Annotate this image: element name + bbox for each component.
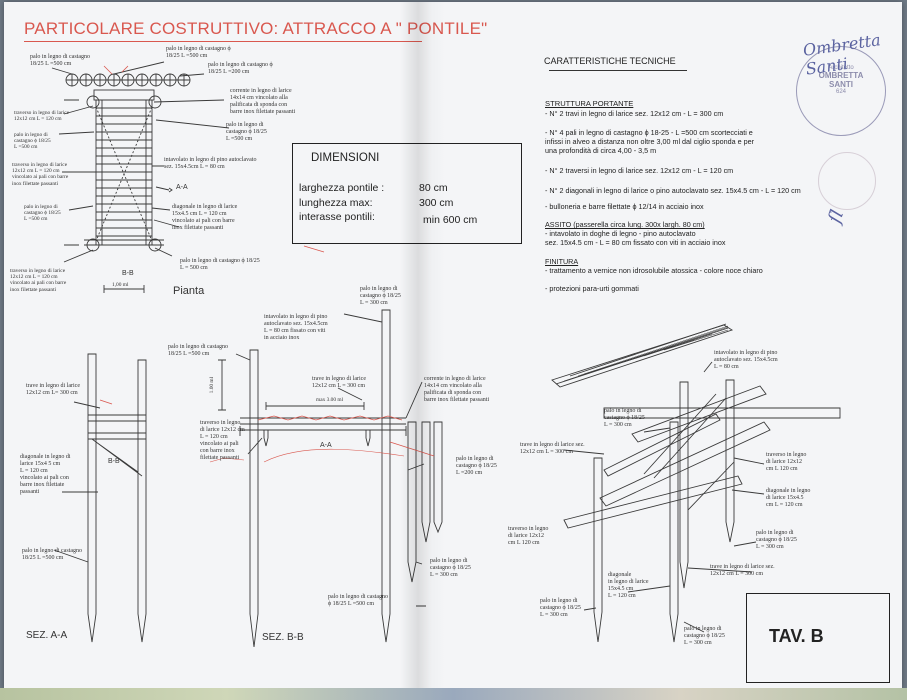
axon-label-trave-b: trave in legno di larice sez. 12x12 cm L… <box>710 564 775 577</box>
plan-caption: Pianta <box>173 285 205 297</box>
section-bb-label-pile-bottom-a: palo in legno di castagno ϕ 18/25 L = 30… <box>430 558 471 578</box>
tech-struttura-line-3: infissi in alveo a distanza non oltre 3,… <box>545 137 754 146</box>
dimensions-label-width: larghezza pontile : <box>299 182 385 194</box>
construction-drawing <box>51 61 841 648</box>
plan-label-left-4: palo in legno di castagno ϕ 18/25 L =500… <box>24 204 61 223</box>
tech-struttura-line-2: - N° 4 pali in legno di castagno ϕ 18-25… <box>545 128 753 137</box>
tech-struttura-line-4: una profondità di circa 4,00 - 3,5 m <box>545 146 657 155</box>
plan-section-mark-bb: B-B <box>122 270 134 277</box>
plan-label-decking: intavolato in legno di pino autoclavato … <box>164 157 257 170</box>
section-bb-label-traverso: traverso in legno di larice 12x12 cm L =… <box>200 420 245 461</box>
dimensions-heading: DIMENSIONI <box>311 152 380 164</box>
axon-label-traverso-left: traverso in legno di larice 12x12 cm L 1… <box>508 526 549 546</box>
stamp-line-1: Architetto <box>828 65 854 71</box>
axon-label-trave: trave in legno di larice sez. 12x12 cm L… <box>520 442 585 455</box>
section-bb-label-decking: intavolato in legno di pino autoclavato … <box>264 314 328 341</box>
plan-label-diagonal: diagonale in legno di larice 15x4.5 cm L… <box>172 204 238 231</box>
section-aa-label-beam: trave in legno di larice 12x12 cm L= 300… <box>26 383 80 396</box>
axon-label-diag-b: diagonale in legno di larice 15x4.5 cm L… <box>608 572 649 599</box>
plan-label-bottom-center: palo in legno di castagno ϕ 18/25 L = 50… <box>180 258 260 271</box>
section-bb-label-pile-top: palo in legno di castagno ϕ 18/25 L = 30… <box>360 286 401 306</box>
axon-label-diag-right: diagonale in legno di larice 15x4.5 cm L… <box>766 488 811 508</box>
tech-finitura-heading: FINITURA <box>545 257 579 266</box>
plan-label-pile-top-center: palo in legno di castagno ϕ 18/25 L =500… <box>166 46 231 59</box>
dimensions-box: DIMENSIONI larghezza pontile : 80 cm lun… <box>292 143 522 244</box>
section-bb-label-pile-bottom-b: palo in legno di castagno ϕ 18/25 L =500… <box>328 594 388 607</box>
section-bb-label-pile-right: palo in legno di castagno ϕ 18/25 L =200… <box>456 456 497 476</box>
tech-struttura-heading: STRUTTURA PORTANTE <box>545 99 634 108</box>
section-bb-mark: A-A <box>320 442 332 449</box>
dimensions-value-spacing: min 600 cm <box>423 214 478 226</box>
tech-struttura-line-5: - N° 2 traversi in legno di larice sez. … <box>545 166 734 175</box>
section-bb-label-beam: trave in legno di larice 12x12 cm L = 30… <box>312 376 366 389</box>
drawing-sheet: PARTICOLARE COSTRUTTIVO: ATTRACCO A " PO… <box>4 2 902 690</box>
plan-label-left-3: traverso in legno di larice 12x12 cm L =… <box>12 162 69 187</box>
background-strip <box>0 688 907 700</box>
stamp-line-2: OMBRETTA <box>818 71 864 80</box>
section-bb-view <box>209 309 443 648</box>
section-aa-view <box>53 353 147 643</box>
axon-label-pile-left-b: palo in legno di castagno ϕ 18/25 L = 30… <box>540 598 581 618</box>
tech-heading: CARATTERISTICHE TECNICHE <box>544 56 676 66</box>
tech-struttura-line-7: - bulloneria e barre filettate ϕ 12/14 i… <box>545 202 704 211</box>
plan-label-corrente: corrente in legno di larice 14x14 cm vin… <box>230 88 296 115</box>
axon-label-traverso-right: traverso in legno di larice 12x12 cm L 1… <box>766 452 807 472</box>
dimensions-label-length: lunghezza max: <box>299 197 373 209</box>
plan-view <box>51 61 230 293</box>
title-block: TAV. B <box>746 593 890 683</box>
section-aa-mark: B-B <box>108 458 120 465</box>
plan-label-pile-top-right: palo in legno di castagno ϕ 18/25 L =200… <box>208 62 273 75</box>
axon-label-pile-right-b: palo in legno di castagno ϕ 18/25 L = 30… <box>756 530 797 550</box>
tech-heading-underline <box>549 70 687 71</box>
stamp-faint-circle <box>818 152 876 210</box>
tech-struttura-line-1: - N° 2 travi in legno di larice sez. 12x… <box>545 109 724 118</box>
plan-label-left-1: traverso in legno di larice 12x12 cm L =… <box>14 110 70 123</box>
section-bb-height-note: 1.00 ml <box>209 376 216 394</box>
plan-scale-note: 1,00 ml <box>112 282 129 288</box>
section-bb-label-corrente: corrente in legno di larice 14x14 cm vin… <box>424 376 490 403</box>
axon-label-pile-bottom: palo in legno di castagno ϕ 18/25 L = 30… <box>684 626 725 646</box>
axon-label-pile-top: palo in legno di castagno ϕ 18/25 L = 30… <box>604 408 645 428</box>
axon-label-decking: intavolato in legno di pino autoclavato … <box>714 350 778 370</box>
tech-assito-line-2: sez. 15x4.5 cm - L = 80 cm fissato con v… <box>545 238 726 247</box>
tech-assito-heading: ASSITO (passerella circa lung. 300x larg… <box>545 220 705 229</box>
dimensions-value-length: 300 cm <box>419 197 454 209</box>
plan-label-bottom-left: traverso in legno di larice 12x12 cm L =… <box>10 268 67 293</box>
plan-label-pile-top-left: palo in legno di castagno 18/25 L =500 c… <box>30 54 90 67</box>
stamp-line-3: SANTI <box>829 80 853 89</box>
architect-stamp: Architetto OMBRETTA SANTI 624 <box>796 46 886 136</box>
section-aa-label-diagonal: diagonale in legno di larice 15x4 5 cm L… <box>20 454 71 495</box>
section-bb-caption: SEZ. B-B <box>262 632 304 643</box>
title-underline <box>24 41 422 42</box>
sheet-number: TAV. B <box>769 626 824 646</box>
tech-struttura-line-6: - N° 2 diagonali in legno di larice o pi… <box>545 186 801 195</box>
plan-label-pile-right-mid: palo in legno di castagno ϕ 18/25 L =500… <box>226 122 267 142</box>
plan-label-left-2: palo in legno di castagno ϕ 18/25 L =500… <box>14 132 51 151</box>
section-aa-label-pile: palo in legno di castagno 18/25 L =500 c… <box>22 548 82 561</box>
section-aa-caption: SEZ. A-A <box>26 630 68 641</box>
axonometric-view <box>551 323 841 643</box>
stamp-line-4: 624 <box>835 89 846 95</box>
tech-finitura-line-1: - trattamento a vernice non idrosolubile… <box>545 266 763 275</box>
plan-section-mark-aa: A-A <box>176 184 188 191</box>
tech-finitura-line-2: - protezioni para-urti gommati <box>545 284 639 293</box>
dimensions-value-width: 80 cm <box>419 182 448 194</box>
section-bb-label-pile-left: palo in legno di castagno 18/25 L =500 c… <box>168 344 228 357</box>
dimensions-label-spacing: interasse pontili: <box>299 211 375 223</box>
drawing-title: PARTICOLARE COSTRUTTIVO: ATTRACCO A " PO… <box>24 19 488 38</box>
tech-assito-line-1: - intavolato in doghe di legno - pino au… <box>545 229 696 238</box>
section-bb-span-note: max 3.00 ml <box>316 397 344 403</box>
